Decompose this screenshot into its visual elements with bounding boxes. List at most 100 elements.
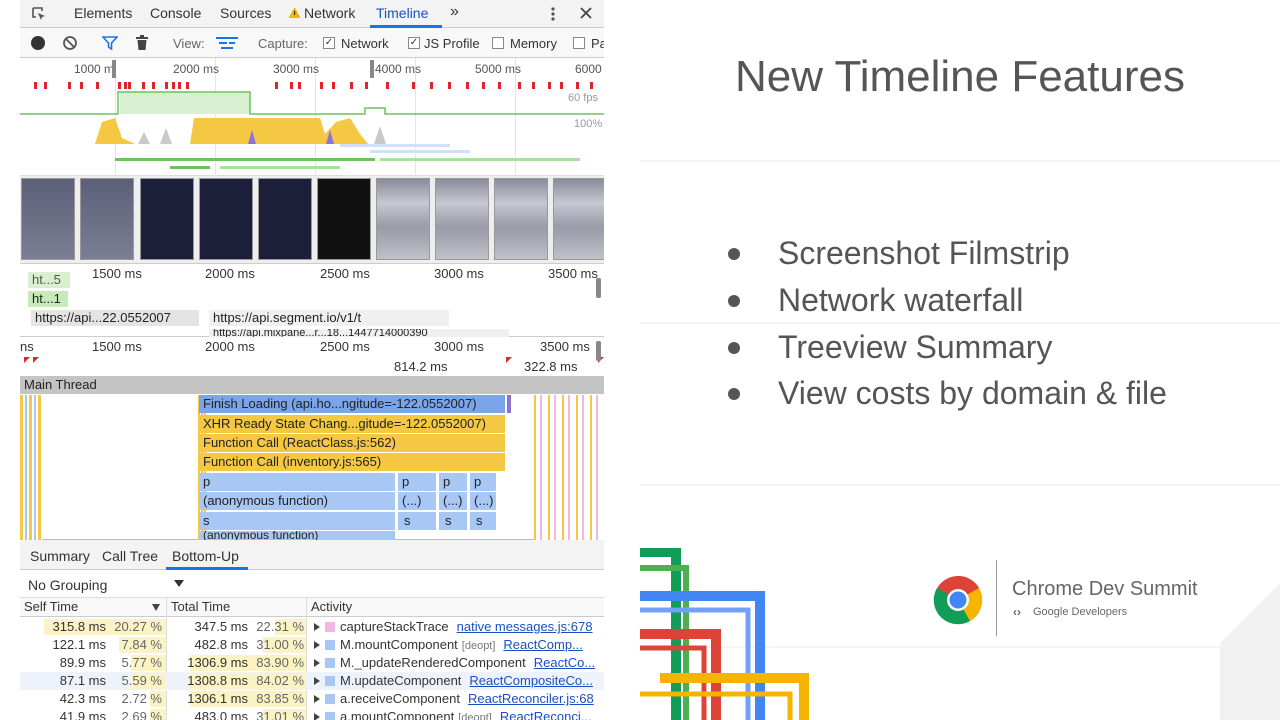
flame-chart[interactable]: ns 1500 ms 2000 ms 2500 ms 3000 ms 3500 … xyxy=(20,337,604,540)
source-link[interactable]: ReactCo... xyxy=(533,655,596,670)
tab-timeline[interactable]: Timeline xyxy=(376,5,429,21)
paint-checkbox[interactable] xyxy=(573,37,585,49)
flame-entry[interactable]: s xyxy=(199,512,395,530)
flame-entry[interactable]: s xyxy=(398,512,436,530)
self-time-fill xyxy=(150,691,166,707)
warning-icon xyxy=(288,6,301,19)
self-time-value: 122.1 ms xyxy=(52,637,106,652)
filmstrip-frame[interactable] xyxy=(376,178,430,260)
tab-console[interactable]: Console xyxy=(150,5,202,21)
timeline-overview[interactable]: 1000 m 2000 ms 3000 ms 4000 ms 5000 ms 6… xyxy=(20,58,604,176)
total-time-percent: 31.00 % xyxy=(256,637,304,652)
network-request[interactable]: ht...5 xyxy=(28,272,70,288)
tab-elements[interactable]: Elements xyxy=(74,5,133,21)
expand-triangle-icon[interactable] xyxy=(314,641,320,649)
self-time-percent: 20.27 % xyxy=(114,619,162,634)
tab-sources[interactable]: Sources xyxy=(220,5,272,21)
filmstrip-frame[interactable] xyxy=(494,178,548,260)
flame-entry[interactable]: s xyxy=(439,512,467,530)
filmstrip-frame[interactable] xyxy=(258,178,312,260)
total-time-fill xyxy=(263,709,306,720)
tab-bottom-up[interactable]: Bottom-Up xyxy=(172,548,239,564)
network-tick: 2500 ms xyxy=(320,266,370,281)
flame-entry[interactable]: p xyxy=(470,473,496,491)
tab-network[interactable]: Network xyxy=(304,5,356,21)
expand-triangle-icon[interactable] xyxy=(314,623,320,631)
range-left-handle[interactable] xyxy=(112,60,116,78)
total-time-header[interactable]: Total Time xyxy=(171,599,231,614)
category-swatch xyxy=(325,694,335,704)
network-request[interactable]: https://api.mixpane...r...18...144771400… xyxy=(209,329,509,337)
filmstrip-frame[interactable] xyxy=(199,178,253,260)
flame-entry[interactable]: Function Call (ReactClass.js:562) xyxy=(199,434,505,452)
overview-tick: 5000 ms xyxy=(475,62,522,76)
flame-entry[interactable]: p xyxy=(199,473,395,491)
activity-header[interactable]: Activity xyxy=(311,599,353,614)
filmstrip-frame[interactable] xyxy=(317,178,371,260)
tab-call-tree[interactable]: Call Tree xyxy=(102,548,159,564)
network-request[interactable]: ht...1 xyxy=(28,291,68,307)
network-request[interactable]: https://api...22.0552007 xyxy=(31,310,199,326)
self-time-header[interactable]: Self Time xyxy=(24,599,79,614)
sort-desc-icon[interactable] xyxy=(152,604,160,611)
chevron-down-icon[interactable] xyxy=(174,580,184,587)
network-scrollbar[interactable] xyxy=(596,278,601,298)
record-icon[interactable] xyxy=(31,36,45,50)
flame-entry[interactable]: p xyxy=(439,473,467,491)
close-icon[interactable] xyxy=(579,6,593,20)
flame-entry[interactable]: XHR Ready State Chang...gitude=-122.0552… xyxy=(199,415,505,433)
js-profile-checkbox[interactable]: ✓ xyxy=(408,37,420,49)
main-thread-header[interactable] xyxy=(20,376,604,394)
flame-entry[interactable]: (...) xyxy=(470,492,496,510)
total-time-value: 1308.8 ms xyxy=(187,673,248,688)
flame-scrollbar[interactable] xyxy=(596,341,601,361)
source-link[interactable]: ReactReconciler.js:68 xyxy=(467,691,594,706)
source-link[interactable]: native messages.js:678 xyxy=(456,619,593,634)
grouping-select[interactable]: No Grouping xyxy=(28,577,108,593)
filmstrip-frame[interactable] xyxy=(80,178,134,260)
flame-entry[interactable]: Finish Loading (api.ho...ngitude=-122.05… xyxy=(199,395,505,413)
flame-entry[interactable]: (...) xyxy=(398,492,436,510)
flame-entry[interactable]: (anonymous function) xyxy=(199,492,395,510)
expand-triangle-icon[interactable] xyxy=(314,695,320,703)
network-waterfall[interactable]: 1500 ms 2000 ms 2500 ms 3000 ms 3500 ms … xyxy=(20,264,604,337)
expand-triangle-icon[interactable] xyxy=(314,713,320,720)
flame-entry[interactable]: s xyxy=(470,512,496,530)
source-link[interactable]: ReactCompositeCo... xyxy=(469,673,593,688)
filmstrip-frame[interactable] xyxy=(435,178,489,260)
flame-entry[interactable]: p xyxy=(398,473,436,491)
network-checkbox[interactable]: ✓ xyxy=(323,37,335,49)
network-request[interactable]: https://api.segment.io/v1/t xyxy=(209,310,449,326)
trash-icon[interactable] xyxy=(135,35,149,51)
expand-triangle-icon[interactable] xyxy=(314,677,320,685)
flamechart-view-icon[interactable] xyxy=(216,37,238,49)
inspect-icon[interactable] xyxy=(31,6,47,22)
total-time-fill xyxy=(275,619,306,635)
filmstrip-frame[interactable] xyxy=(553,178,604,260)
menu-dots-icon[interactable] xyxy=(550,6,556,22)
filmstrip-frame[interactable] xyxy=(140,178,194,260)
google-developers-icon: ‹› xyxy=(1013,605,1021,619)
source-link[interactable]: ReactReconci... xyxy=(499,709,592,720)
flame-entry[interactable]: Function Call (inventory.js:565) xyxy=(199,453,505,471)
filmstrip-frame[interactable] xyxy=(21,178,75,260)
category-swatch xyxy=(325,676,335,686)
more-tabs-button[interactable]: » xyxy=(450,3,459,20)
source-link[interactable]: ReactComp... xyxy=(503,637,583,652)
flame-entry[interactable]: (...) xyxy=(439,492,467,510)
self-time-fill xyxy=(150,709,166,720)
filter-icon[interactable] xyxy=(101,35,119,51)
range-right-handle[interactable] xyxy=(370,60,374,78)
tab-summary[interactable]: Summary xyxy=(30,548,90,564)
flame-entry[interactable]: (anonymous function) xyxy=(199,531,395,540)
clear-icon[interactable] xyxy=(62,35,78,51)
memory-checkbox[interactable] xyxy=(492,37,504,49)
expand-triangle-icon[interactable] xyxy=(314,659,320,667)
screenshot-filmstrip[interactable] xyxy=(20,176,604,264)
